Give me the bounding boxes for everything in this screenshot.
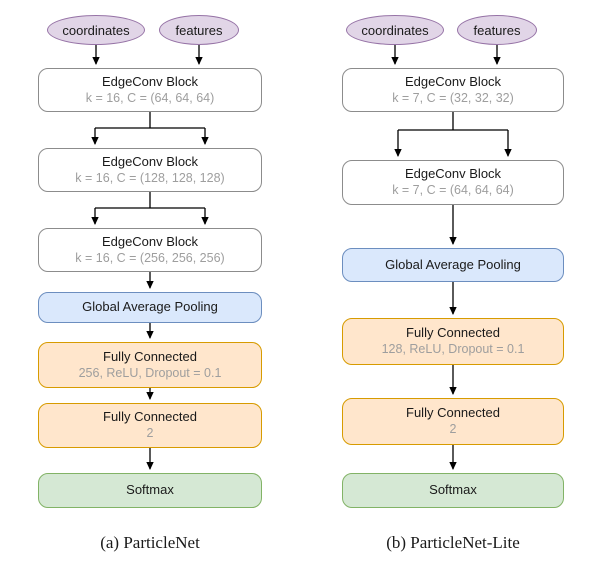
block-subtitle: 2 (146, 426, 154, 441)
right-fully-connected-2: Fully Connected 2 (342, 398, 564, 445)
right-coordinates-input: coordinates (346, 15, 444, 45)
block-subtitle: k = 16, C = (64, 64, 64) (85, 90, 215, 105)
left-softmax: Softmax (38, 473, 262, 508)
right-edgeconv-block-1: EdgeConv Block k = 7, C = (32, 32, 32) (342, 68, 564, 112)
arrow (398, 112, 508, 131)
features-label: features (175, 22, 223, 38)
block-title: EdgeConv Block (101, 153, 199, 169)
block-subtitle: k = 7, C = (64, 64, 64) (392, 183, 514, 198)
coordinates-label: coordinates (62, 22, 130, 38)
block-title: EdgeConv Block (404, 166, 502, 182)
coordinates-label: coordinates (361, 22, 429, 38)
block-title: Fully Connected (103, 409, 197, 425)
figure-caption-b: (b) ParticleNet-Lite (386, 533, 520, 552)
right-global-average-pooling: Global Average Pooling (342, 248, 564, 282)
block-subtitle: 2 (449, 422, 457, 437)
features-label: features (473, 22, 521, 38)
left-fully-connected-1: Fully Connected 256, ReLU, Dropout = 0.1 (38, 342, 262, 388)
left-coordinates-input: coordinates (47, 15, 145, 45)
left-edgeconv-block-2: EdgeConv Block k = 16, C = (128, 128, 12… (38, 148, 262, 192)
right-edgeconv-block-2: EdgeConv Block k = 7, C = (64, 64, 64) (342, 160, 564, 205)
block-subtitle: k = 16, C = (256, 256, 256) (75, 250, 225, 265)
block-subtitle: 256, ReLU, Dropout = 0.1 (78, 365, 222, 380)
block-subtitle: k = 7, C = (32, 32, 32) (392, 90, 514, 105)
arrow (95, 192, 205, 209)
block-title: EdgeConv Block (101, 73, 199, 89)
block-title: Softmax (126, 482, 174, 498)
block-title: Fully Connected (406, 325, 500, 341)
left-fully-connected-2: Fully Connected 2 (38, 403, 262, 448)
block-title: Fully Connected (103, 348, 197, 364)
block-title: EdgeConv Block (404, 73, 502, 89)
left-edgeconv-block-3: EdgeConv Block k = 16, C = (256, 256, 25… (38, 228, 262, 272)
arrow (95, 112, 205, 129)
left-global-average-pooling: Global Average Pooling (38, 292, 262, 323)
block-title: Global Average Pooling (82, 299, 218, 315)
right-features-input: features (457, 15, 537, 45)
right-fully-connected-1: Fully Connected 128, ReLU, Dropout = 0.1 (342, 318, 564, 365)
figure-caption-a: (a) ParticleNet (100, 533, 200, 552)
block-title: Fully Connected (406, 405, 500, 421)
right-softmax: Softmax (342, 473, 564, 508)
left-features-input: features (159, 15, 239, 45)
block-title: EdgeConv Block (101, 233, 199, 249)
block-subtitle: 128, ReLU, Dropout = 0.1 (381, 342, 525, 357)
block-title: Softmax (429, 482, 477, 498)
left-edgeconv-block-1: EdgeConv Block k = 16, C = (64, 64, 64) (38, 68, 262, 112)
block-subtitle: k = 16, C = (128, 128, 128) (75, 170, 225, 185)
block-title: Global Average Pooling (385, 256, 521, 272)
